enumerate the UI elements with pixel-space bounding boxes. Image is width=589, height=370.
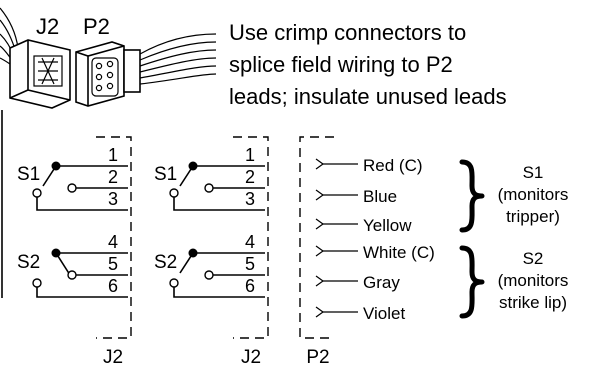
brace-s1-group	[459, 159, 485, 233]
switch-label-s2-right: S2	[154, 252, 177, 273]
switch-label-s1-left: S1	[17, 164, 40, 185]
connector-box-j2-right	[233, 136, 269, 339]
group-s2-title: S2	[523, 249, 544, 268]
group-s1-note-line-2: tripper)	[506, 207, 560, 226]
lead-label-red: Red (C)	[363, 156, 423, 175]
connector-box-j2-left	[96, 136, 132, 339]
group-s2-note-line-2: strike lip)	[499, 293, 567, 312]
switch-label-s1-right: S1	[154, 164, 177, 185]
p2-lead-bundle	[139, 33, 217, 85]
pin-number-1: 1	[245, 145, 255, 165]
lead-yellow: Yellow	[315, 216, 412, 235]
lead-gray: Gray	[315, 273, 400, 292]
p2-leads: Red (C) Blue Yellow White (C) Gray Viole…	[315, 156, 435, 323]
s1-no-terminal-right	[169, 188, 179, 198]
pin-number-2: 2	[245, 167, 255, 187]
group-s1-note-line-1: (monitors	[498, 185, 569, 204]
bottom-label-j2-right: J2	[241, 347, 261, 368]
j2-pin-grid	[38, 57, 58, 85]
pin-number-3: 3	[245, 189, 255, 209]
lead-white: White (C)	[315, 243, 435, 262]
pin-number-5: 5	[108, 254, 118, 274]
pin-number-6: 6	[108, 276, 118, 296]
pin-numbers-left: 1 2 3 4 5 6	[108, 145, 118, 296]
lead-blue: Blue	[315, 187, 397, 206]
lead-violet: Violet	[315, 304, 405, 323]
lead-label-violet: Violet	[363, 304, 405, 323]
p2-pin-holes	[95, 60, 114, 92]
s2-no-terminal-right	[169, 278, 179, 288]
pin-number-6: 6	[245, 276, 255, 296]
switch-label-s2-left: S2	[17, 252, 40, 273]
switch-panel-left: S1 S2	[17, 161, 128, 298]
pin-number-4: 4	[108, 232, 118, 252]
pin-number-1: 1	[108, 145, 118, 165]
s1-no-terminal	[32, 188, 42, 198]
lead-label-gray: Gray	[363, 273, 400, 292]
lead-label-white: White (C)	[363, 243, 435, 262]
p2-connector-housing	[75, 41, 141, 107]
group-description-s2: S2 (monitors strike lip)	[498, 249, 569, 312]
s2-nc-terminal-right	[204, 270, 214, 280]
s2-switch-blade	[55, 252, 71, 276]
instruction-line-3: leads; insulate unused leads	[229, 84, 507, 109]
switch-panel-right: S1 S2	[154, 161, 265, 298]
group-s2-note-line-1: (monitors	[498, 271, 569, 290]
instruction-note: Use crimp connectors to splice field wir…	[229, 20, 507, 109]
instruction-line-2: splice field wiring to P2	[229, 52, 453, 77]
s2-nc-terminal	[67, 270, 77, 280]
connector-box-p2	[299, 136, 334, 339]
connector-label-p2: P2	[83, 14, 110, 39]
pin-numbers-right: 1 2 3 4 5 6	[245, 145, 255, 296]
pin-number-3: 3	[108, 189, 118, 209]
lead-label-yellow: Yellow	[363, 216, 412, 235]
pin-number-2: 2	[108, 167, 118, 187]
s2-no-terminal	[32, 278, 42, 288]
group-s1-title: S1	[523, 163, 544, 182]
pin-number-4: 4	[245, 232, 255, 252]
lead-red: Red (C)	[315, 156, 423, 175]
j2-connector-housing	[9, 39, 71, 109]
s1-nc-terminal	[67, 183, 77, 193]
lead-label-blue: Blue	[363, 187, 397, 206]
group-description-s1: S1 (monitors tripper)	[498, 163, 569, 226]
s1-nc-terminal-right	[204, 183, 214, 193]
bottom-label-j2-left: J2	[103, 347, 123, 368]
pin-number-5: 5	[245, 254, 255, 274]
bottom-label-p2: P2	[306, 347, 329, 368]
instruction-line-1: Use crimp connectors to	[229, 20, 466, 45]
connector-illustration: J2 P2	[0, 7, 217, 109]
connector-label-j2: J2	[36, 14, 59, 39]
bottom-connector-labels: J2 J2 P2	[103, 347, 330, 368]
brace-s2-group	[459, 245, 485, 319]
s1-switch-blade	[42, 165, 57, 187]
